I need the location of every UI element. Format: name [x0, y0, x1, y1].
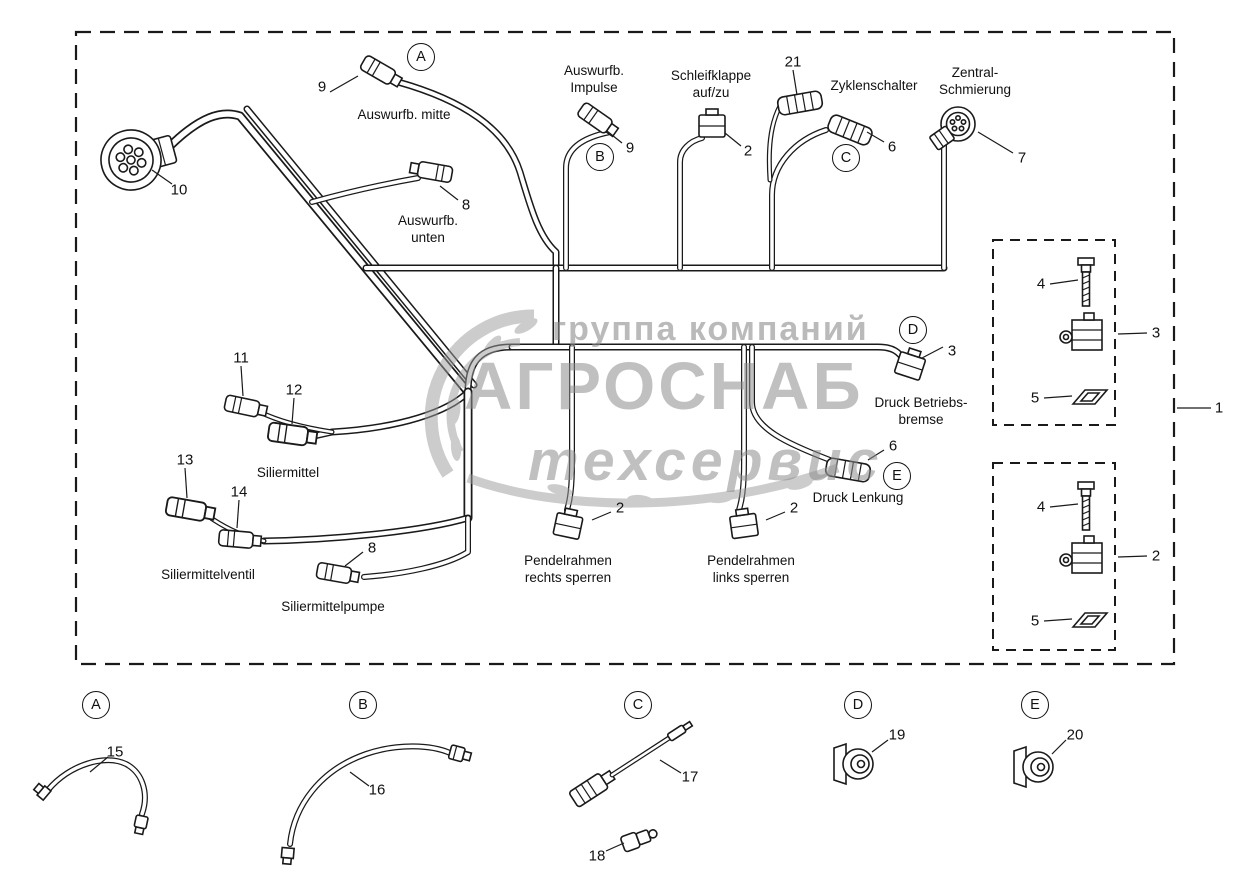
callout-17: 17 [681, 768, 699, 786]
callout-19: 19 [888, 726, 906, 744]
connector-8-siliermittelpumpe [315, 561, 361, 587]
callout-15: 15 [106, 743, 124, 761]
label-auswurfb-impulse: Auswurfb. Impulse [563, 63, 625, 95]
callout-20: 20 [1066, 726, 1084, 744]
label-pendel-links: Pendelrahmen links sperren [707, 553, 795, 585]
callout-12: 12 [285, 381, 303, 399]
callout-18: 18 [588, 847, 606, 865]
connector-2-schleifklappe [698, 108, 726, 138]
connector-c-zyklenschalter [825, 112, 875, 148]
connector-11 [222, 393, 269, 420]
part-20-socket [1013, 746, 1054, 788]
kit2-coil-connector [1059, 535, 1103, 574]
label-zentral-schmierung: Zentral- Schmierung [938, 65, 1012, 97]
label-schleifklappe: Schleifklappe auf/zu [670, 68, 752, 100]
watermark-line3: техсервис [528, 429, 884, 493]
callout-2-rechts: 2 [615, 499, 625, 517]
callout-4-kit2: 4 [1036, 498, 1046, 516]
label-pendel-rechts: Pendelrahmen rechts sperren [524, 553, 612, 585]
kit-box-3 [992, 239, 1116, 426]
part-15-cable [32, 757, 149, 836]
callout-9-b: 9 [625, 139, 635, 157]
callout-14: 14 [230, 483, 248, 501]
label-auswurfb-unten: Auswurfb. unten [397, 213, 459, 245]
ref-letter-b-top: B [586, 143, 614, 171]
callout-2-schleifklappe: 2 [743, 142, 753, 160]
label-auswurfb-mitte: Auswurfb. mitte [357, 107, 451, 122]
label-druck-lenkung: Druck Lenkung [812, 490, 904, 505]
callout-16: 16 [368, 781, 386, 799]
watermark-logo [424, 309, 840, 508]
label-siliermittelventil: Siliermittelventil [161, 567, 255, 582]
part-17-sensor-cable [568, 720, 694, 808]
callout-11: 11 [233, 349, 249, 367]
connector-14-siliermittelventil [217, 528, 263, 550]
part-18-plug [620, 829, 658, 853]
kit-box-2 [992, 462, 1116, 651]
connector-10-main-plug [100, 129, 178, 191]
callout-13: 13 [176, 451, 194, 469]
connector-2-pendel-rechts [552, 505, 586, 541]
label-siliermittel: Siliermittel [256, 465, 320, 480]
callout-5-kit1: 5 [1030, 389, 1040, 407]
leader-lines [89, 69, 1211, 852]
callout-6-zyklenschalter: 6 [887, 138, 897, 156]
ref-letter-d-legend: D [844, 691, 872, 719]
part-16-cable [280, 743, 473, 866]
ref-letter-d-top: D [899, 316, 927, 344]
callout-4-kit1: 4 [1036, 275, 1046, 293]
callout-1: 1 [1214, 399, 1224, 417]
ref-letter-e-top: E [883, 462, 911, 490]
ref-letter-c-legend: C [624, 691, 652, 719]
kit1-seal [1072, 389, 1108, 405]
connector-a-auswurf-mitte [358, 53, 405, 91]
callout-8-top: 8 [461, 196, 471, 214]
ref-letter-b-legend: B [349, 691, 377, 719]
callout-21: 21 [784, 53, 802, 71]
callout-9-top: 9 [317, 78, 327, 96]
label-siliermittelpumpe: Siliermittelpumpe [281, 599, 385, 614]
callout-2-kit2: 2 [1151, 547, 1161, 565]
kit1-coil-connector [1059, 312, 1103, 351]
kit1-screw [1077, 257, 1095, 307]
callout-6-lenkung: 6 [888, 437, 898, 455]
kit2-seal [1072, 612, 1108, 628]
callout-10: 10 [170, 181, 188, 199]
ref-letter-a-top: A [407, 43, 435, 71]
callout-3-kit1: 3 [1151, 324, 1161, 342]
watermark-line1: группа компаний [552, 310, 869, 348]
kit2-screw [1077, 481, 1095, 531]
ref-letter-e-legend: E [1021, 691, 1049, 719]
watermark-line2: АГРОСНАБ [464, 349, 864, 424]
label-zyklenschalter: Zyklenschalter [830, 78, 918, 93]
callout-2-links: 2 [789, 499, 799, 517]
ref-letter-a-legend: A [82, 691, 110, 719]
callout-7: 7 [1017, 149, 1027, 167]
connector-7-zentralschmierung [929, 106, 976, 151]
ref-letter-c-top: C [832, 144, 860, 172]
callout-3-d: 3 [947, 342, 957, 360]
callout-8-pumpe: 8 [367, 539, 377, 557]
connector-13 [164, 495, 217, 524]
label-druck-betriebsbremse: Druck Betriebs- bremse [874, 395, 968, 427]
main-harness-box [74, 30, 1176, 666]
part-19-socket [833, 743, 874, 785]
connector-21-flat [775, 89, 825, 117]
callout-5-kit2: 5 [1030, 612, 1040, 630]
connector-2-pendel-links [727, 506, 760, 540]
